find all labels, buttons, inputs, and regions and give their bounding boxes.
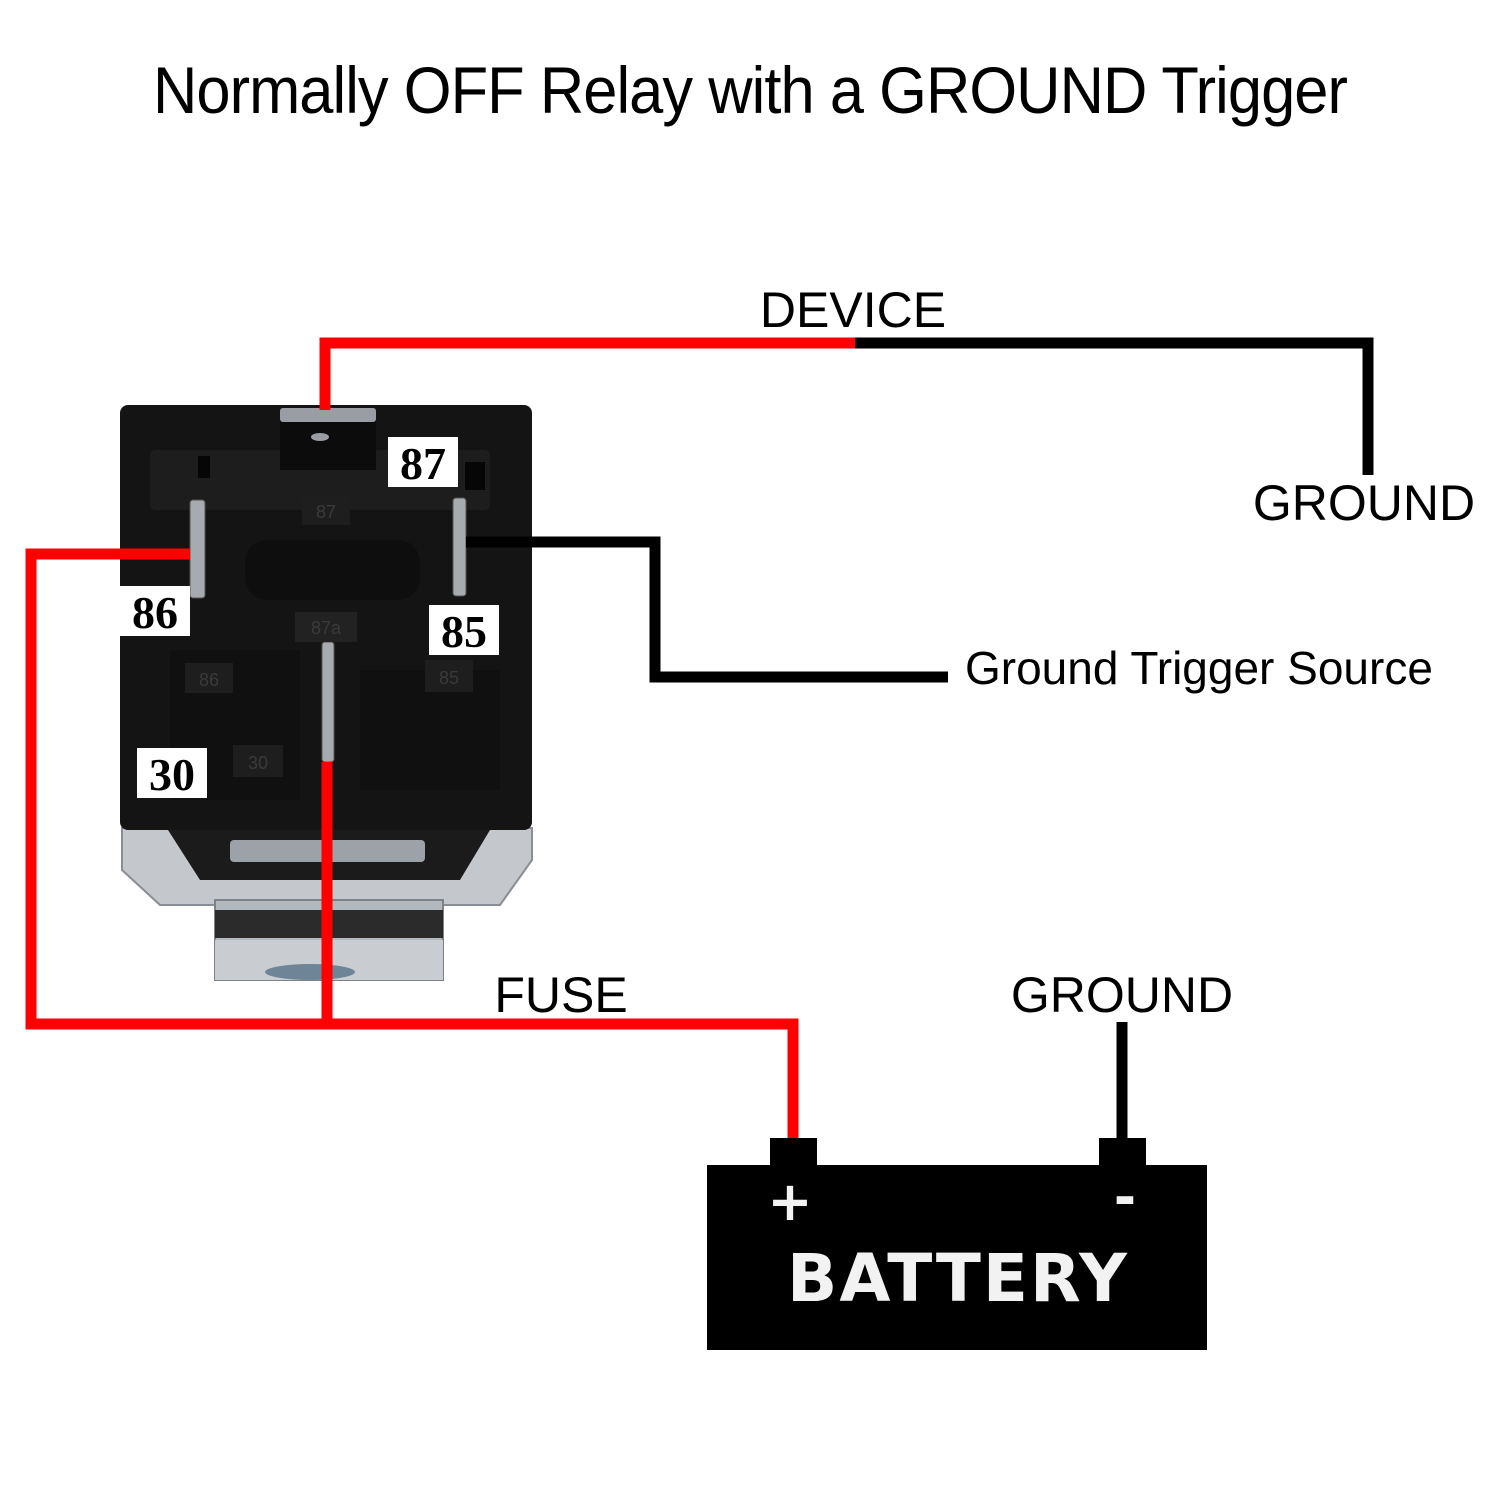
terminal-87 <box>280 408 376 470</box>
wire-86-to-fuse <box>25 548 325 1030</box>
embossed-87: 87 <box>316 502 336 522</box>
embossed-30: 30 <box>248 753 268 773</box>
terminal-30-blade <box>321 641 335 763</box>
battery-positive-terminal <box>770 1138 817 1168</box>
wire-87-to-device <box>319 337 855 410</box>
diagram-title: Normally OFF Relay with a GROUND Trigger <box>152 53 1348 127</box>
embossed-85: 85 <box>439 668 459 688</box>
wire-fuse-to-battery-positive <box>325 1018 799 1140</box>
terminal-86-blade <box>189 499 206 599</box>
embossed-87a: 87a <box>311 618 342 638</box>
device-label: DEVICE <box>760 282 946 338</box>
device-ground-label: GROUND <box>1253 475 1475 531</box>
embossed-labels: 87 87a 86 85 30 <box>185 495 473 777</box>
battery-body <box>707 1165 1207 1350</box>
svg-text:85: 85 <box>441 606 487 657</box>
wire-85-to-ground-trigger <box>466 536 948 683</box>
svg-text:86: 86 <box>132 587 178 638</box>
battery: + - BATTERY <box>707 1138 1207 1350</box>
battery-negative-terminal <box>1099 1138 1146 1168</box>
battery-negative-symbol: - <box>1114 1166 1136 1229</box>
svg-text:30: 30 <box>149 749 195 800</box>
ground-trigger-source-label: Ground Trigger Source <box>965 642 1433 694</box>
svg-text:87: 87 <box>400 438 446 489</box>
pin-label-87: 87 <box>388 437 458 489</box>
fuse-label: FUSE <box>494 967 627 1023</box>
terminal-85-blade <box>452 497 467 597</box>
battery-ground-label: GROUND <box>1011 967 1233 1023</box>
pin-label-30: 30 <box>137 748 207 800</box>
pin-label-85: 85 <box>429 605 499 657</box>
battery-label: BATTERY <box>787 1240 1129 1317</box>
pin-label-86: 86 <box>120 586 190 638</box>
embossed-86: 86 <box>199 670 219 690</box>
battery-positive-symbol: + <box>767 1170 812 1233</box>
wire-device-to-ground <box>855 337 1374 475</box>
